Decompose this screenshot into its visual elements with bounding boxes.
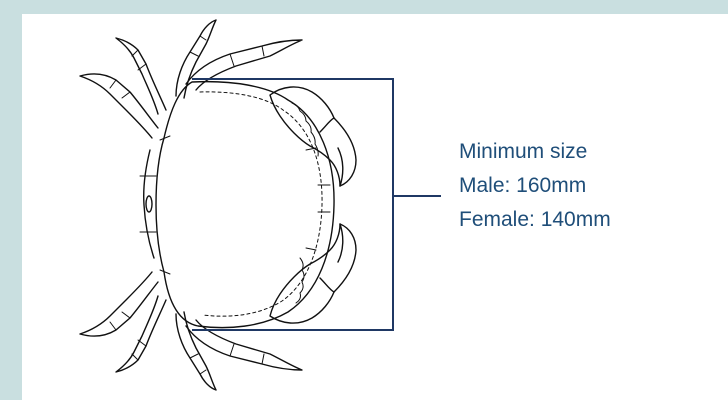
carapace-outline (156, 82, 334, 328)
leg-upper-3 (116, 38, 166, 114)
caption-female-size: Female: 140mm (459, 208, 611, 232)
measure-bracket (192, 79, 441, 330)
leg-lower-2 (176, 312, 216, 390)
caption-heading: Minimum size (459, 140, 587, 164)
carapace-rim (200, 92, 322, 316)
caption-male-size: Male: 160mm (459, 174, 586, 198)
leg-lower-3 (116, 296, 166, 372)
carapace-crenellation (292, 103, 318, 303)
leg-upper-2 (176, 20, 216, 98)
crab-eye (146, 196, 152, 212)
